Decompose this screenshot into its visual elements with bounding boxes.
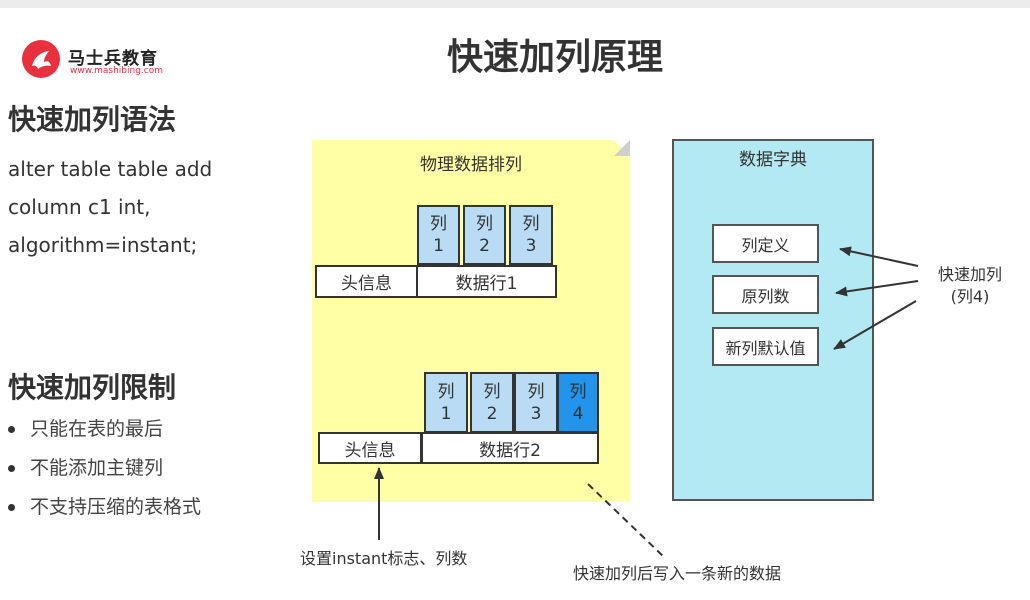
syntax-code: alter table table add column c1 int, alg… xyxy=(8,150,212,264)
note-fold-corner xyxy=(614,140,630,156)
syntax-heading: 快速加列语法 xyxy=(8,103,177,136)
page-title: 快速加列原理 xyxy=(446,37,663,78)
limits-heading: 快速加列限制 xyxy=(8,371,177,404)
write-after-annotation: 快速加列后写入一条新的数据 xyxy=(573,564,782,583)
syntax-line: column c1 int, xyxy=(8,195,151,219)
dictionary-label: 数据字典 xyxy=(739,150,807,170)
dictionary-item-original-column-count: 原列数 xyxy=(712,275,819,314)
row1-data: 数据行1 xyxy=(416,265,557,298)
row1-header: 头信息 xyxy=(315,265,418,298)
physical-label: 物理数据排列 xyxy=(420,155,522,175)
row2-data: 数据行2 xyxy=(421,432,599,464)
limits-list: 只能在表的最后 不能添加主键列 不支持压缩的表格式 xyxy=(8,412,201,529)
list-item: 不支持压缩的表格式 xyxy=(8,490,201,529)
fast-add-annotation: 快速加列 (列4) xyxy=(937,265,1002,306)
data-dictionary-box xyxy=(672,139,874,501)
syntax-line: alter table table add xyxy=(8,157,213,181)
instant-flag-annotation: 设置instant标志、列数 xyxy=(300,549,468,568)
dictionary-item-column-definition: 列定义 xyxy=(712,224,819,263)
syntax-line: algorithm=instant; xyxy=(8,233,198,257)
row2-header: 头信息 xyxy=(318,432,422,464)
list-item: 不能添加主键列 xyxy=(8,451,201,490)
brand-logo-icon xyxy=(22,40,60,78)
top-bar xyxy=(0,0,1030,8)
list-item: 只能在表的最后 xyxy=(8,412,201,451)
dictionary-item-new-column-default: 新列默认值 xyxy=(712,327,819,366)
brand-name: 马士兵教育 xyxy=(68,49,158,69)
brand-url: www.mashibing.com xyxy=(70,66,164,76)
